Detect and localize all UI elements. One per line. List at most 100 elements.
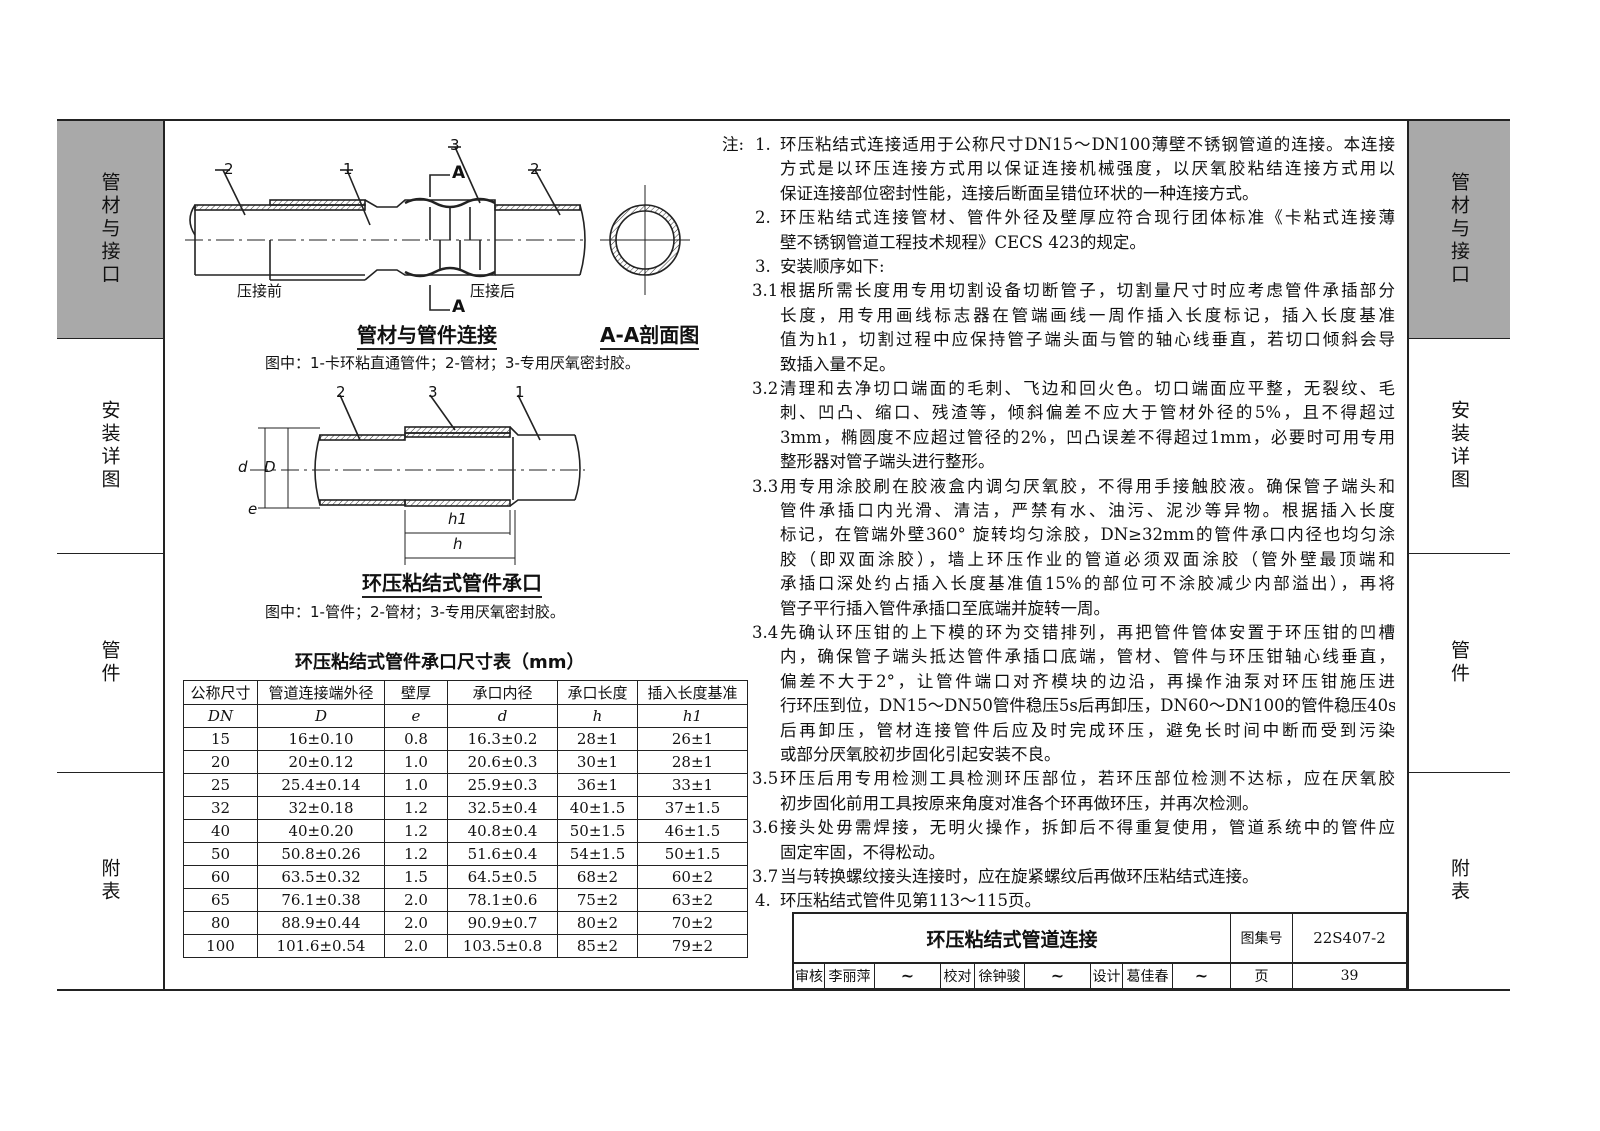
- dim-D: D: [264, 458, 276, 476]
- side-tab-fittings-right[interactable]: 管件: [1448, 640, 1470, 686]
- side-tab-pipes-joints-right[interactable]: 管材与接口: [1409, 121, 1510, 338]
- note-line: 接头处毋需焊接，无明火操作，拆卸后不得重复使用，管道系统中的管件应: [780, 818, 1395, 838]
- note-line: 环压粘结式连接管材、管件外径及壁厚应符合现行团体标准《卡粘式连接薄: [780, 208, 1395, 228]
- table-cell: 20±0.12: [257, 750, 385, 774]
- note-number: 2.: [755, 208, 771, 228]
- note-line: 安装顺序如下:: [780, 257, 885, 276]
- table-cell: 85±2: [557, 934, 638, 958]
- table-title: 环压粘结式管件承口尺寸表（mm）: [295, 652, 585, 673]
- divider: [1409, 772, 1510, 773]
- dim-h1: h1: [448, 510, 468, 528]
- table-cell: 101.6±0.54: [257, 934, 385, 958]
- table-cell: 1.0: [384, 750, 448, 774]
- side-tab-install-details-left[interactable]: 安装详图: [98, 400, 121, 492]
- review-label: 审核: [795, 968, 823, 985]
- note-number: 1.: [755, 135, 771, 154]
- note-number: 3.5: [752, 769, 779, 789]
- note-line: 方式是以环压连接方式用以保证连接机械强度，以厌氧胶粘结连接方式用以: [780, 159, 1395, 179]
- drawing1-legend: 图中：1-卡环粘直通管件；2-管材；3-专用厌氧密封胶。: [265, 354, 640, 372]
- table-cell: 63±2: [637, 888, 748, 912]
- table-cell: 1.2: [384, 819, 448, 843]
- table-cell: 26±1: [637, 727, 748, 751]
- table-cell: 90.9±0.7: [447, 911, 558, 935]
- table-cell: 60±2: [637, 865, 748, 889]
- note-line: 或部分厌氧胶初步固化引起安装不良。: [780, 745, 1061, 764]
- table-cell: 51.6±0.4: [447, 842, 558, 866]
- table-cell: 1.2: [384, 842, 448, 866]
- frame-bottom-line: [57, 989, 1510, 991]
- divider: [57, 772, 163, 773]
- table-cell: 78.1±0.6: [447, 888, 558, 912]
- note-line: 值为h1，切割过程中应保持管子端头面与管的轴心线垂直，若切口倾斜会导: [780, 330, 1395, 350]
- column-symbol: DN: [183, 704, 258, 728]
- table-cell: 16±0.10: [257, 727, 385, 751]
- column-header: 承口长度: [557, 680, 638, 705]
- note-line: 固定牢固，不得松动。: [780, 842, 945, 862]
- note-line: 偏差不大于2°，让管件端口对齐模块的边沿，再操作油泵对环压钳施压进: [780, 671, 1395, 691]
- note-line: 壁不锈钢管道工程技术规程》CECS 423的规定。: [780, 232, 1146, 252]
- table-cell: 32.5±0.4: [447, 796, 558, 820]
- dim-d: d: [238, 458, 248, 476]
- note-line: 后再卸压，管材连接管件后应及时完成环压，避免长时间中断而受到污染: [780, 720, 1395, 740]
- label-after-crimp: 压接后: [470, 282, 516, 300]
- column-header: 公称尺寸: [183, 680, 258, 705]
- table-cell: 1.0: [384, 773, 448, 797]
- column-header: 管道连接端外径: [257, 680, 385, 705]
- note-number: 3.1: [752, 281, 779, 301]
- table-cell: 40: [183, 819, 258, 843]
- table-cell: 30±1: [557, 750, 638, 774]
- table-cell: 2.0: [384, 911, 448, 935]
- frame-left-line: [163, 119, 165, 991]
- page-label: 页: [1230, 963, 1292, 988]
- note-line: 当与转换螺纹接头连接时，应在旋紧螺纹后再做环压粘结式连接。: [780, 867, 1259, 886]
- divider: [1409, 553, 1510, 554]
- note-line: 环压后用专用检测工具检测环压部位，若环压部位检测不达标，应在厌氧胶: [780, 769, 1395, 789]
- table-cell: 63.5±0.32: [257, 865, 385, 889]
- table-cell: 40.8±0.4: [447, 819, 558, 843]
- table-cell: 33±1: [637, 773, 748, 797]
- atlas-label: 图集号: [1230, 914, 1292, 962]
- side-tab-appendix-right[interactable]: 附表: [1448, 858, 1470, 904]
- divider: [57, 338, 163, 339]
- note-line: 长度，用专用画线标志器在管端画线一周作插入长度标记，插入长度基准: [780, 305, 1395, 325]
- side-tab-pipes-joints-left[interactable]: 管材与接口: [57, 121, 163, 338]
- title-block: 环压粘结式管道连接 图集号 22S407-2 审核 李丽萍 ~ 校对 徐钟骏 ~…: [792, 912, 1408, 990]
- table-cell: 40±0.20: [257, 819, 385, 843]
- divider: [1409, 338, 1510, 339]
- table-cell: 25.4±0.14: [257, 773, 385, 797]
- note-number: 4.: [755, 891, 771, 911]
- table-cell: 79±2: [637, 934, 748, 958]
- column-symbol: h: [557, 704, 638, 728]
- note-line: 清理和去净切口端面的毛刺、飞边和回火色。切口端面应平整，无裂纹、毛: [780, 379, 1395, 398]
- label-fitting: 1: [515, 383, 525, 401]
- table-cell: 1.5: [384, 865, 448, 889]
- note-line: 环压粘结式管件见第113～115页。: [780, 891, 1041, 911]
- table-cell: 50.8±0.26: [257, 842, 385, 866]
- side-tab-install-details-right[interactable]: 安装详图: [1448, 400, 1470, 492]
- side-tab-fittings-left[interactable]: 管件: [98, 640, 121, 686]
- note-line: 整形器对管子端头进行整形。: [780, 452, 995, 472]
- table-cell: 25: [183, 773, 258, 797]
- note-line: 初步固化前用工具按原来角度对准各个环再做环压，并再次检测。: [780, 793, 1259, 813]
- table-cell: 80±2: [557, 911, 638, 935]
- note-line: 内，确保管子端头抵达管件承插口底端，管材、管件与环压钳轴心线垂直，: [780, 647, 1395, 667]
- frame-top-line: [57, 119, 1510, 121]
- page-number: 39: [1292, 963, 1406, 988]
- table-cell: 50±1.5: [637, 842, 748, 866]
- table-cell: 50: [183, 842, 258, 866]
- column-header: 承口内径: [447, 680, 558, 705]
- table-cell: 25.9±0.3: [447, 773, 558, 797]
- section-aa-title: A-A剖面图: [600, 322, 700, 350]
- column-header: 插入长度基准: [637, 680, 748, 705]
- note-line: 承插口深处约占插入长度基准值15%的部位可不涂胶减少内部溢出），再将: [780, 574, 1395, 594]
- side-tab-appendix-left[interactable]: 附表: [98, 858, 121, 904]
- label-before-crimp: 压接前: [237, 282, 283, 300]
- label-sealant: 3: [428, 383, 438, 401]
- table-cell: 20: [183, 750, 258, 774]
- table-cell: 20.6±0.3: [447, 750, 558, 774]
- label-pipe-left: 2: [224, 160, 234, 178]
- design-label: 设计: [1090, 963, 1122, 988]
